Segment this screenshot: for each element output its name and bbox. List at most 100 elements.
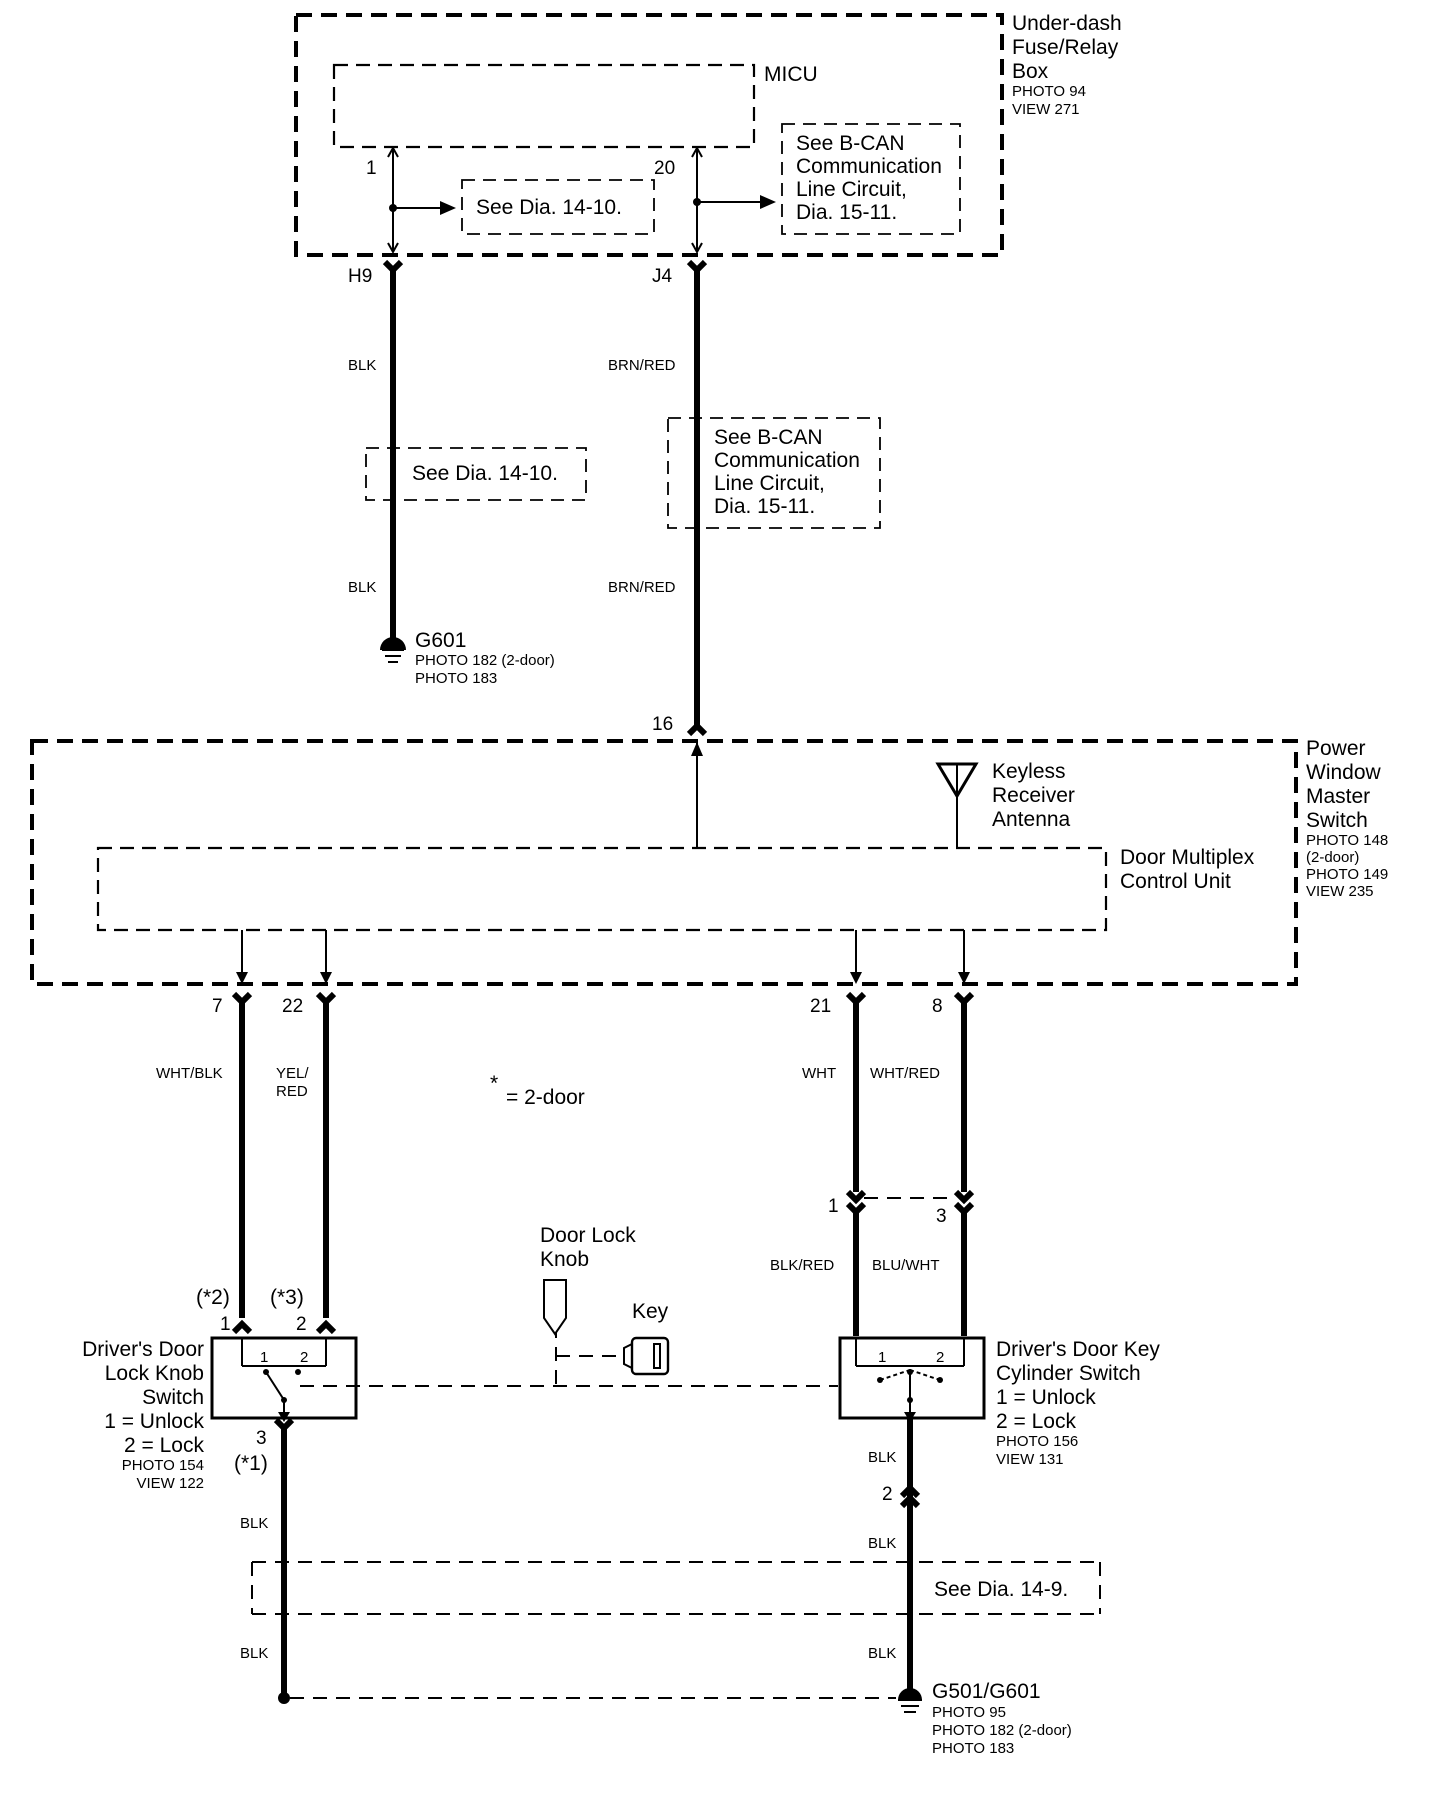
ground-g501-name: G501/G601: [932, 1680, 1041, 1703]
under-dash-title-2: Fuse/Relay: [1012, 36, 1119, 59]
lock-knob-pin-3: 3: [256, 1428, 267, 1449]
ground-g501-photo-1: PHOTO 95: [932, 1704, 1006, 1721]
under-dash-title-1: Under-dash: [1012, 12, 1122, 35]
ref-dia-14-10-mid: See Dia. 14-10.: [365, 440, 587, 508]
ref-bcan-top-line-1: See B-CAN: [796, 132, 905, 155]
under-dash-photo: PHOTO 94: [1012, 83, 1086, 100]
lock-knob-pin-2: 2: [296, 1314, 307, 1335]
connector-j4: J4: [652, 266, 673, 287]
key-label: Key: [632, 1300, 669, 1323]
wire-label-wht-red: WHT/RED: [870, 1065, 940, 1082]
lock-knob-pin-1: 1: [220, 1314, 231, 1335]
ref-bcan-top-line-4: Dia. 15-11.: [796, 201, 897, 224]
wire-label-wht: WHT: [802, 1065, 836, 1082]
wire-wht-red: WHT/RED: [870, 1000, 967, 1192]
ref-bcan-mid-line-1: See B-CAN: [714, 426, 823, 449]
knob-title-2: Knob: [540, 1248, 589, 1271]
lock-knob-note-pin-3: (*1): [234, 1452, 268, 1475]
wire-brn-red-j4-16: BRN/RED BRN/RED: [608, 268, 700, 726]
pwms-view: VIEW 235: [1306, 883, 1374, 900]
knob-title-1: Door Lock: [540, 1224, 636, 1247]
note-2-door-text: = 2-door: [506, 1086, 585, 1109]
lock-knob-photo: PHOTO 154: [122, 1457, 204, 1474]
connector-pin-16: 16: [652, 714, 673, 735]
connector-h9: H9: [348, 266, 372, 287]
key-cyl-inner-1: 1: [878, 1349, 886, 1366]
micu-label: MICU: [764, 63, 818, 86]
pwms-note: (2-door): [1306, 849, 1359, 866]
key-cyl-photo: PHOTO 156: [996, 1433, 1078, 1450]
lock-knob-lock: 2 = Lock: [124, 1434, 204, 1457]
micu-pin-20: 20: [654, 158, 675, 179]
ref-bcan-top: See B-CAN Communication Line Circuit, Di…: [781, 123, 961, 235]
pwms-title-4: Switch: [1306, 809, 1368, 832]
dmcu-label-2: Control Unit: [1120, 870, 1231, 893]
power-window-master-switch: Power Window Master Switch PHOTO 148 (2-…: [30, 737, 1388, 986]
ref-bcan-mid-line-3: Line Circuit,: [714, 472, 825, 495]
key-cyl-unlock: 1 = Unlock: [996, 1386, 1096, 1409]
ref-bcan-top-line-2: Communication: [796, 155, 942, 178]
door-lock-knob: Door Lock Knob: [540, 1224, 636, 1336]
ground-g501-photo-3: PHOTO 183: [932, 1740, 1014, 1757]
ref-dia-14-10-mid-label: See Dia. 14-10.: [412, 462, 558, 485]
door-multiplex-control-unit: Door Multiplex Control Unit: [96, 846, 1255, 932]
lock-knob-inner-2: 2: [300, 1349, 308, 1366]
ground-g601-photo-2: PHOTO 183: [415, 670, 497, 687]
key-cyl-title-1: Driver's Door Key: [996, 1338, 1160, 1361]
dmcu-label-1: Door Multiplex: [1120, 846, 1255, 869]
wire-wht: WHT: [802, 1000, 859, 1192]
wire-label-blk-upper: BLK: [348, 357, 376, 374]
note-2-door: * = 2-door: [490, 1072, 585, 1109]
ground-g601: G601 PHOTO 182 (2-door) PHOTO 183: [380, 629, 555, 687]
micu-block: MICU: [332, 63, 818, 149]
lock-knob-inner-1: 1: [260, 1349, 268, 1366]
key-cyl-lock: 2 = Lock: [996, 1410, 1076, 1433]
ref-dia-14-10-top-label: See Dia. 14-10.: [476, 196, 622, 219]
key-cyl-title-2: Cylinder Switch: [996, 1362, 1141, 1385]
wire-label-yel-red-1: YEL/: [276, 1065, 309, 1082]
antenna-label-2: Receiver: [992, 784, 1075, 807]
wire-label-brn-red-upper: BRN/RED: [608, 357, 676, 374]
ground-g601-name: G601: [415, 629, 466, 652]
ref-dia-14-10-top: See Dia. 14-10.: [461, 179, 655, 235]
lock-knob-title-1: Driver's Door: [82, 1338, 204, 1361]
wire-label-blk-knob-lower: BLK: [240, 1645, 268, 1662]
ref-bcan-mid-line-2: Communication: [714, 449, 860, 472]
pwms-pin-22: 22: [282, 996, 303, 1017]
wire-label-blk-cyl-2: BLK: [868, 1535, 896, 1552]
key-cyl-conn-pin-2: 2: [882, 1484, 893, 1505]
wire-blu-wht: BLU/WHT: [872, 1210, 967, 1336]
key-icon: Key: [623, 1300, 670, 1376]
pwms-photo-2: PHOTO 149: [1306, 866, 1388, 883]
wire-label-brn-red-lower: BRN/RED: [608, 579, 676, 596]
wire-blk-red: BLK/RED: [770, 1210, 859, 1336]
lock-knob-note-pin-2: (*3): [270, 1286, 304, 1309]
under-dash-fuse-relay-box: Under-dash Fuse/Relay Box PHOTO 94 VIEW …: [294, 12, 1122, 257]
wire-label-blk-red: BLK/RED: [770, 1257, 834, 1274]
lock-knob-view: VIEW 122: [136, 1475, 204, 1492]
key-cyl-conn-pin-1: 1: [828, 1196, 839, 1217]
wire-label-yel-red-2: RED: [276, 1083, 308, 1100]
pwms-pin-7: 7: [212, 996, 223, 1017]
lock-knob-title-3: Switch: [142, 1386, 204, 1409]
wire-label-blk-cyl-3: BLK: [868, 1645, 896, 1662]
wire-yel-red: YEL/ RED: [276, 1000, 329, 1318]
key-cyl-view: VIEW 131: [996, 1451, 1064, 1468]
keyless-antenna-icon: [935, 762, 979, 848]
antenna-label-1: Keyless: [992, 760, 1066, 783]
lock-knob-unlock: 1 = Unlock: [104, 1410, 204, 1433]
wire-blk-key-cyl-ground: BLK 2 BLK BLK: [868, 1418, 921, 1690]
key-cyl-conn-pin-3: 3: [936, 1206, 947, 1227]
pwms-pin-21: 21: [810, 996, 831, 1017]
antenna-label-3: Antenna: [992, 808, 1071, 831]
under-dash-view: VIEW 271: [1012, 101, 1080, 118]
wire-label-blk-lower: BLK: [348, 579, 376, 596]
pwms-title-1: Power: [1306, 737, 1366, 760]
ground-g501-photo-2: PHOTO 182 (2-door): [932, 1722, 1072, 1739]
pwms-photo-1: PHOTO 148: [1306, 832, 1388, 849]
pwms-title-3: Master: [1306, 785, 1370, 808]
ground-g501-g601: G501/G601 PHOTO 95 PHOTO 182 (2-door) PH…: [898, 1680, 1072, 1757]
ref-dia-14-9-label: See Dia. 14-9.: [934, 1578, 1068, 1601]
pwms-title-2: Window: [1306, 761, 1382, 784]
